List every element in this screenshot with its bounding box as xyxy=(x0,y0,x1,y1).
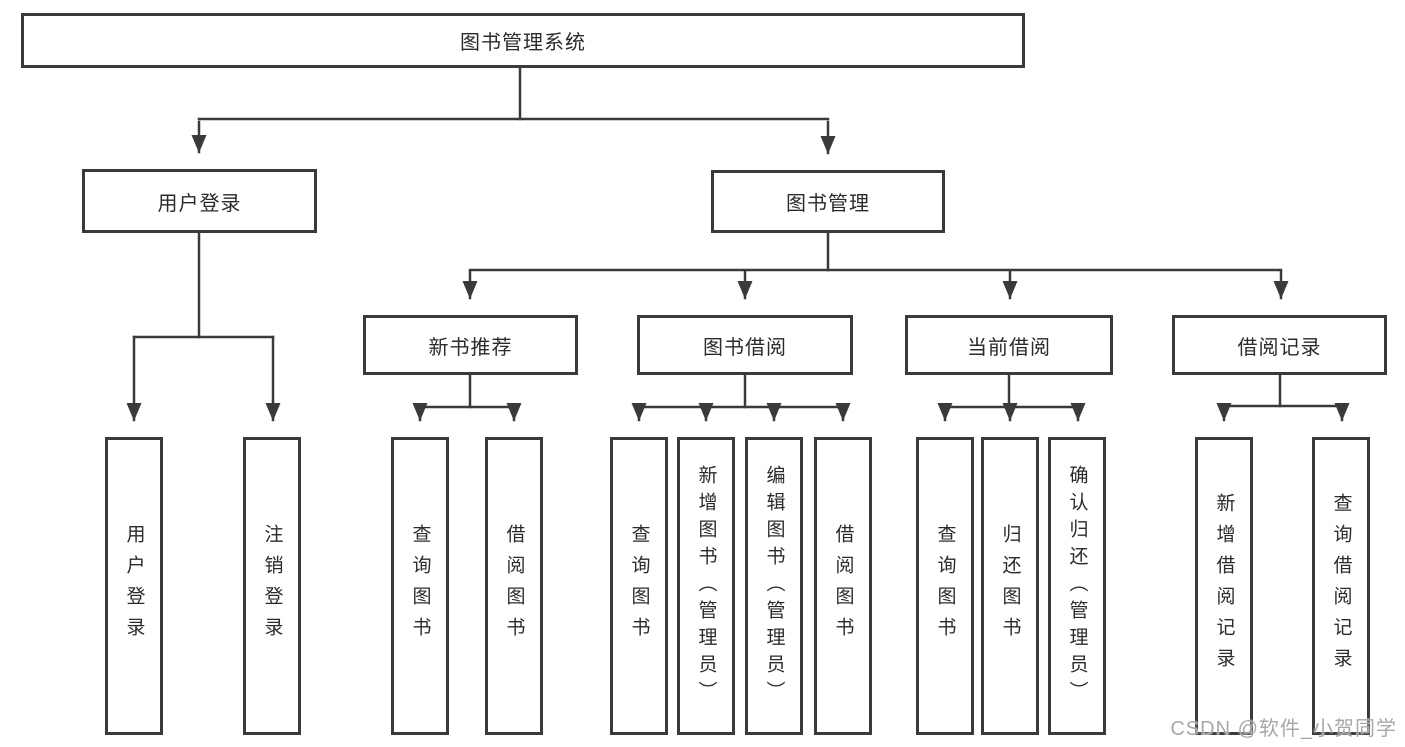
leaf-borrow-books: 借阅图书 xyxy=(814,437,872,735)
leaf-edit-books-admin-label: 编辑图书（管理员） xyxy=(763,464,785,708)
leaf-logout-label: 注销登录 xyxy=(261,524,283,648)
node-book-management: 图书管理 xyxy=(711,170,945,233)
watermark: CSDN @软件_小贺同学 xyxy=(1170,718,1397,740)
leaf-user-login-label: 用户登录 xyxy=(123,524,145,648)
leaf-return-books-label: 归还图书 xyxy=(999,524,1021,648)
leaf-confirm-return-admin: 确认归还（管理员） xyxy=(1048,437,1106,735)
leaf-borrow-books-recommend-label: 借阅图书 xyxy=(503,524,525,648)
leaf-add-books-admin-label: 新增图书（管理员） xyxy=(695,464,717,708)
node-library-system: 图书管理系统 xyxy=(21,13,1025,68)
leaf-borrow-books-label: 借阅图书 xyxy=(832,524,854,648)
leaf-add-borrow-record: 新增借阅记录 xyxy=(1195,437,1253,735)
leaf-query-borrow-record: 查询借阅记录 xyxy=(1312,437,1370,735)
leaf-confirm-return-admin-label: 确认归还（管理员） xyxy=(1066,464,1088,708)
leaf-query-borrow-record-label: 查询借阅记录 xyxy=(1330,493,1352,679)
node-current-borrowing: 当前借阅 xyxy=(905,315,1113,375)
leaf-query-books-current-label: 查询图书 xyxy=(934,524,956,648)
leaf-user-login: 用户登录 xyxy=(105,437,163,735)
leaf-edit-books-admin: 编辑图书（管理员） xyxy=(745,437,803,735)
leaf-return-books: 归还图书 xyxy=(981,437,1039,735)
node-book-borrowing: 图书借阅 xyxy=(637,315,853,375)
leaf-borrow-books-recommend: 借阅图书 xyxy=(485,437,543,735)
leaf-add-books-admin: 新增图书（管理员） xyxy=(677,437,735,735)
node-new-book-recommendation: 新书推荐 xyxy=(363,315,578,375)
leaf-query-books-borrowing: 查询图书 xyxy=(610,437,668,735)
node-borrowing-records: 借阅记录 xyxy=(1172,315,1387,375)
leaf-add-borrow-record-label: 新增借阅记录 xyxy=(1213,493,1235,679)
leaf-query-books-recommend: 查询图书 xyxy=(391,437,449,735)
node-user-login: 用户登录 xyxy=(82,169,317,233)
leaf-query-books-current: 查询图书 xyxy=(916,437,974,735)
leaf-logout: 注销登录 xyxy=(243,437,301,735)
leaf-query-books-recommend-label: 查询图书 xyxy=(409,524,431,648)
leaf-query-books-borrowing-label: 查询图书 xyxy=(628,524,650,648)
